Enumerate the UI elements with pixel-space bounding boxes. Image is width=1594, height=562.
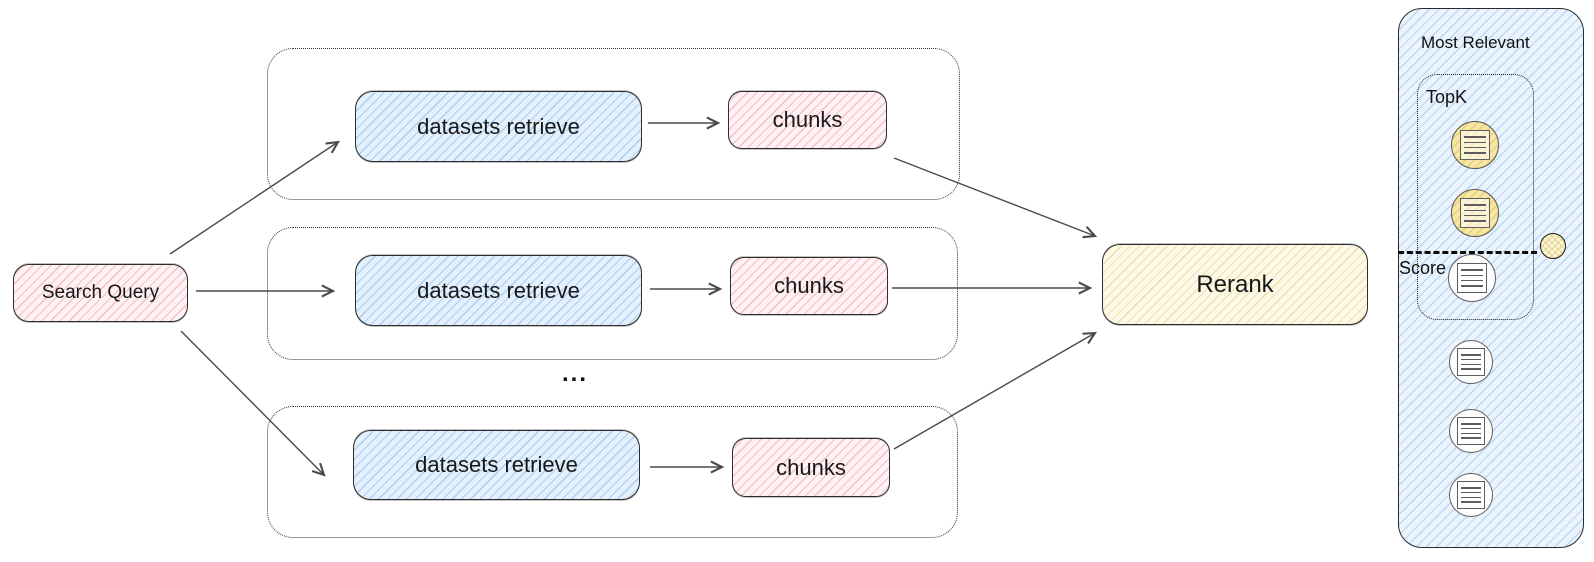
search-query-node: Search Query bbox=[13, 264, 188, 322]
scored-document-icon bbox=[1449, 409, 1493, 453]
chunks-label-2: chunks bbox=[774, 273, 844, 298]
topk-label: TopK bbox=[1426, 87, 1468, 107]
rerank-node: Rerank bbox=[1102, 244, 1368, 325]
chunks-label-3: chunks bbox=[776, 454, 846, 480]
score-threshold-divider bbox=[1398, 251, 1537, 254]
pipeline-group-3 bbox=[267, 406, 958, 538]
more-pipelines-ellipsis: ... bbox=[562, 360, 589, 387]
topk-document-icon bbox=[1451, 189, 1499, 237]
datasets-retrieve-node-3: datasets retrieve bbox=[353, 430, 640, 500]
datasets-retrieve-label-2: datasets retrieve bbox=[417, 277, 580, 303]
chunks-node-1: chunks bbox=[728, 91, 887, 149]
most-relevant-panel: Most Relevant TopK Score bbox=[1398, 8, 1584, 548]
pipeline-group-1 bbox=[267, 48, 960, 200]
datasets-retrieve-node-1: datasets retrieve bbox=[355, 91, 642, 162]
scored-document-icon bbox=[1448, 254, 1496, 302]
topk-document-icon bbox=[1451, 121, 1499, 169]
rerank-label: Rerank bbox=[1196, 270, 1274, 298]
datasets-retrieve-label-3: datasets retrieve bbox=[415, 452, 578, 477]
pipeline-group-2 bbox=[267, 227, 958, 360]
search-query-label: Search Query bbox=[41, 282, 160, 303]
score-threshold-marker-icon bbox=[1540, 233, 1566, 259]
chunks-node-3: chunks bbox=[732, 438, 890, 497]
panel-title: Most Relevant bbox=[1421, 33, 1530, 52]
datasets-retrieve-node-2: datasets retrieve bbox=[355, 255, 642, 326]
topk-group bbox=[1417, 74, 1534, 320]
score-label: Score bbox=[1399, 258, 1447, 278]
scored-document-icon bbox=[1449, 340, 1493, 384]
chunks-node-2: chunks bbox=[730, 257, 888, 315]
scored-document-icon bbox=[1449, 473, 1493, 517]
datasets-retrieve-label-1: datasets retrieve bbox=[417, 113, 580, 139]
chunks-label-1: chunks bbox=[772, 107, 843, 132]
